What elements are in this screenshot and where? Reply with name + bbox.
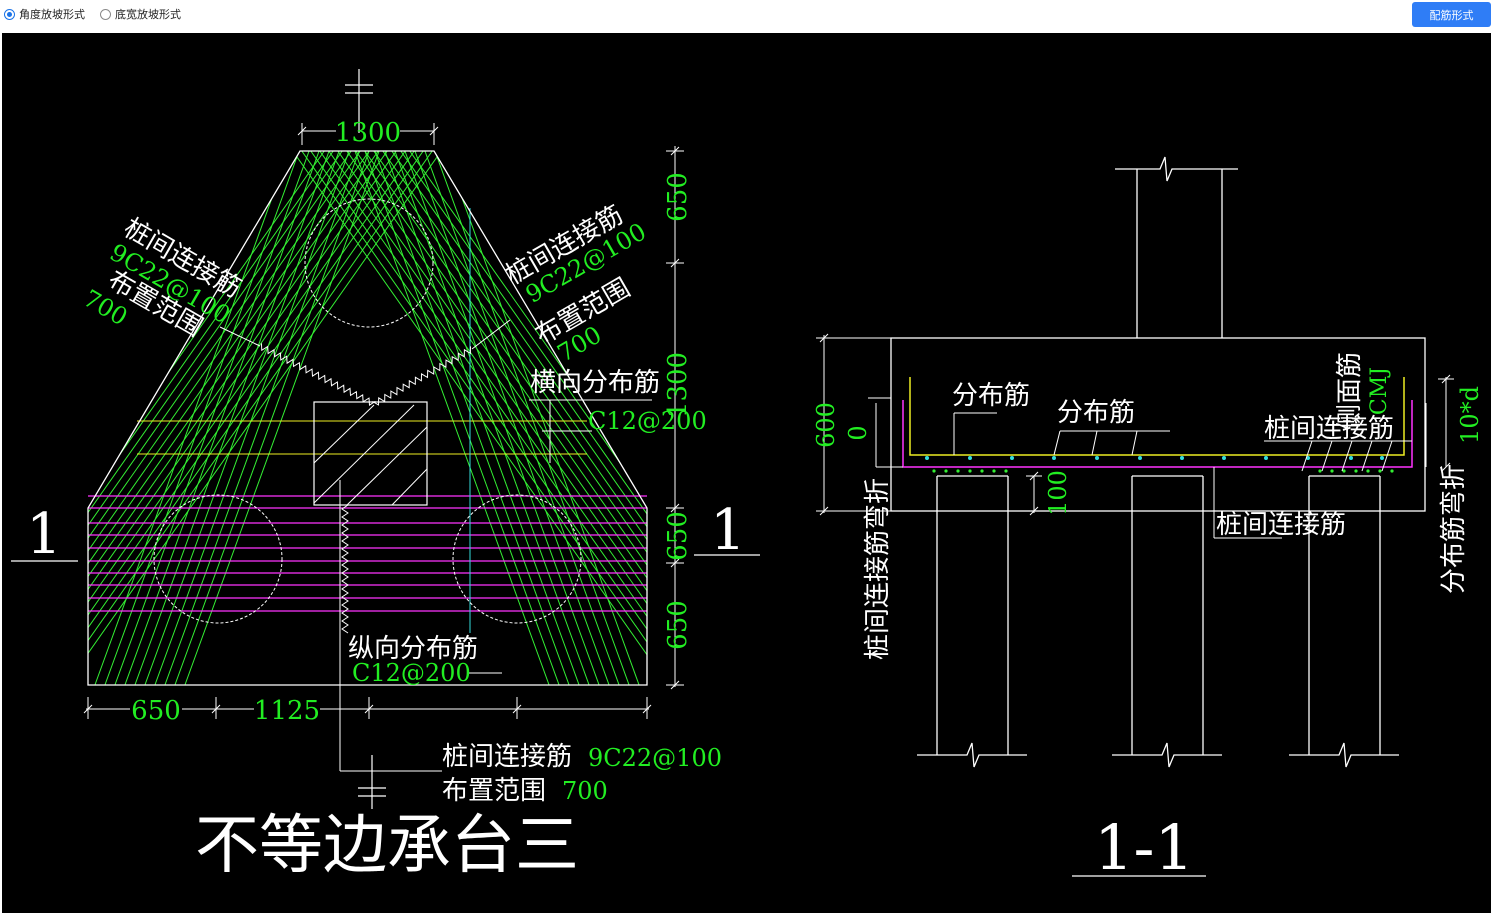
section-dist-bar-2: 分布筋 — [1057, 398, 1135, 428]
plan-view: 1300 650 1300 650 650 — [11, 69, 760, 883]
section-pile-conn-bottom: 桩间连接筋 — [1216, 510, 1346, 540]
pile-circle — [304, 198, 434, 328]
pile-circle — [452, 494, 582, 624]
section-dim-zero: 0 — [844, 425, 872, 440]
radio-angle-slope[interactable]: 角度放坡形式 — [4, 5, 85, 23]
plan-dim-bottom-1: 650 — [131, 696, 181, 726]
section-mark-left: 1 — [26, 502, 62, 567]
plan-dim-right-2: 1300 — [663, 352, 693, 418]
section-title: 1-1 — [1094, 811, 1194, 884]
section-dim-cover: 100 — [1044, 470, 1072, 516]
toolbar: 角度放坡形式 底宽放坡形式 配筋形式 — [0, 0, 1495, 32]
radio-width-slope-label: 底宽放坡形式 — [115, 8, 181, 21]
section-mark-right: 1 — [710, 498, 746, 563]
section-side-bar-spec: CMJ — [1367, 367, 1392, 415]
plan-longitudinal-label: 纵向分布筋 — [348, 634, 478, 664]
radio-angle-slope-label: 角度放坡形式 — [19, 8, 85, 21]
section-view: 600 0 100 10*d 分布筋 分布筋 侧面筋 CMJ 桩间连接筋 桩间连… — [812, 156, 1484, 884]
section-dim-10d: 10*d — [1456, 386, 1484, 444]
plan-dim-top: 1300 — [335, 118, 401, 148]
plan-transverse-spec: C12@200 — [588, 407, 707, 435]
section-pile-conn-top: 桩间连接筋 — [1264, 414, 1394, 444]
section-dist-bar-1: 分布筋 — [952, 381, 1030, 411]
rebar-config-button[interactable]: 配筋形式 — [1412, 2, 1491, 27]
plan-dim-right-3: 650 — [663, 511, 693, 561]
plan-dim-bottom-2: 1125 — [254, 696, 320, 726]
plan-transverse-label: 横向分布筋 — [530, 368, 660, 398]
plan-dim-right-1: 650 — [663, 172, 693, 222]
section-pile-conn-bend: 桩间连接筋弯折 — [863, 478, 893, 660]
radio-checked-icon — [4, 8, 15, 20]
plan-dim-right-4: 650 — [663, 600, 693, 650]
radio-unchecked-icon — [100, 8, 111, 20]
plan-bottom-range-value: 700 — [562, 777, 608, 805]
plan-bottom-label: 桩间连接筋 — [442, 742, 572, 772]
plan-bottom-range: 布置范围 — [442, 776, 546, 806]
cad-drawing-canvas[interactable]: 1300 650 1300 650 650 — [2, 33, 1491, 913]
pile-circle — [153, 494, 283, 624]
section-side-bar: 侧面筋 — [1335, 352, 1365, 430]
plan-bottom-spec: 9C22@100 — [588, 744, 722, 772]
plan-longitudinal-spec: C12@200 — [352, 659, 471, 687]
section-dim-height: 600 — [812, 402, 840, 448]
radio-width-slope[interactable]: 底宽放坡形式 — [100, 5, 181, 23]
section-dist-bend: 分布筋弯折 — [1439, 464, 1469, 594]
plan-title: 不等边承台三 — [195, 809, 579, 883]
